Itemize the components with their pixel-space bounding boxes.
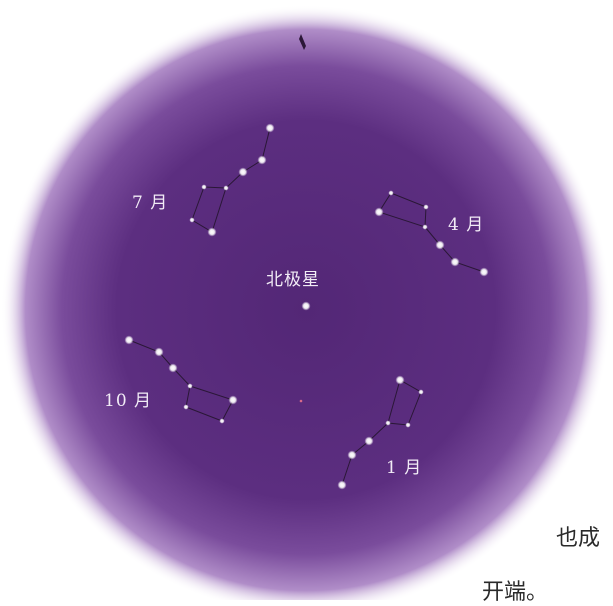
- january-star: [395, 375, 405, 385]
- label-polaris: 北极星: [266, 270, 320, 290]
- october-star: [183, 404, 189, 410]
- january-star: [385, 420, 391, 426]
- january-star: [405, 422, 411, 428]
- label-january: 1 月: [386, 458, 423, 478]
- april-star: [450, 257, 460, 267]
- october-handle-line: [128, 339, 191, 387]
- july-star: [257, 155, 267, 165]
- october-star: [187, 383, 193, 389]
- july-star: [201, 184, 207, 190]
- april-star: [388, 190, 394, 196]
- april-handle-line: [424, 226, 485, 273]
- polaris-star: [301, 301, 311, 311]
- january-star: [337, 480, 347, 490]
- april-star: [479, 267, 489, 277]
- april-star: [422, 224, 428, 230]
- january-star: [347, 450, 357, 460]
- january-star: [418, 389, 424, 395]
- october-star: [219, 418, 225, 424]
- july-star: [207, 227, 217, 237]
- july-star: [223, 185, 229, 191]
- text-fragment-bottom: 开端。: [482, 580, 549, 605]
- april-star: [423, 204, 429, 210]
- october-star: [154, 347, 164, 357]
- label-october: 10 月: [104, 391, 153, 411]
- stray-dot: [299, 399, 303, 403]
- january-stars: [337, 375, 424, 490]
- january-handle-line: [341, 422, 389, 486]
- brush-mark: [299, 34, 306, 50]
- october-stars: [124, 335, 238, 424]
- text-fragment-right: 也成: [556, 526, 601, 551]
- april-stars: [374, 190, 489, 277]
- october-star: [228, 395, 238, 405]
- july-star: [238, 167, 248, 177]
- january-star: [364, 436, 374, 446]
- october-star: [124, 335, 134, 345]
- july-stars: [189, 123, 275, 237]
- july-star: [265, 123, 275, 133]
- label-july: 7 月: [132, 193, 169, 213]
- october-star: [168, 363, 178, 373]
- label-april: 4 月: [448, 215, 485, 235]
- april-star: [374, 207, 384, 217]
- april-star: [435, 240, 445, 250]
- july-star: [189, 217, 195, 223]
